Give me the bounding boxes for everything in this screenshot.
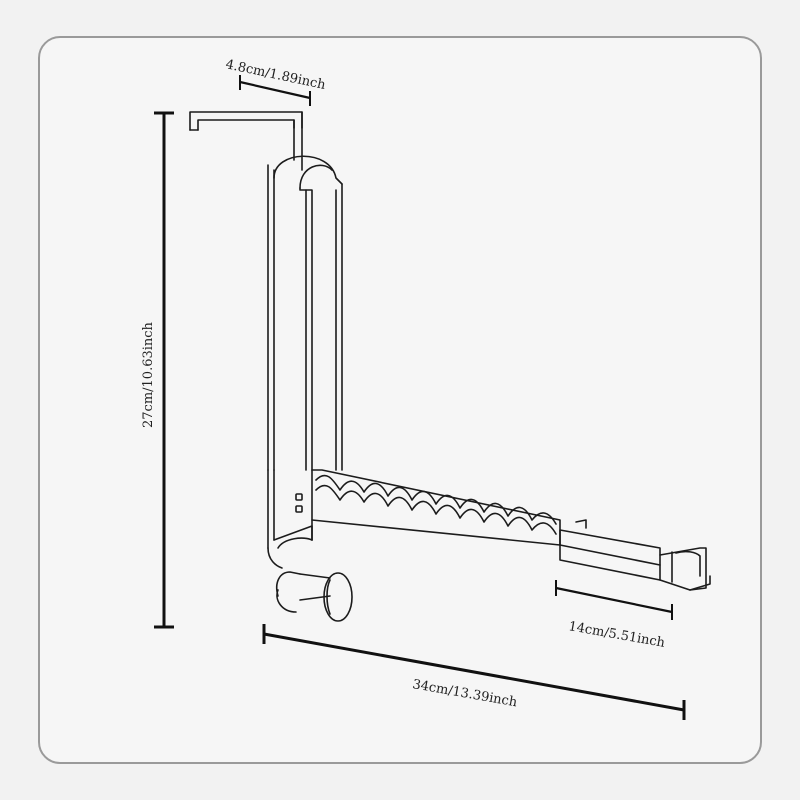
dim-hook-width-line xyxy=(239,80,311,100)
border-frame xyxy=(38,36,762,764)
coat-hook xyxy=(267,525,353,622)
label-height: 27cm/10.63inch xyxy=(141,321,156,428)
vertical-bar xyxy=(267,155,343,549)
label-extension: 14cm/5.51inch xyxy=(567,619,666,651)
label-total-length: 34cm/13.39inch xyxy=(411,677,519,710)
dim-extension-line xyxy=(555,586,673,614)
dim-total-line xyxy=(263,632,685,712)
door-hook xyxy=(189,111,303,171)
folding-arm xyxy=(311,469,587,546)
extension-arm xyxy=(559,529,711,591)
